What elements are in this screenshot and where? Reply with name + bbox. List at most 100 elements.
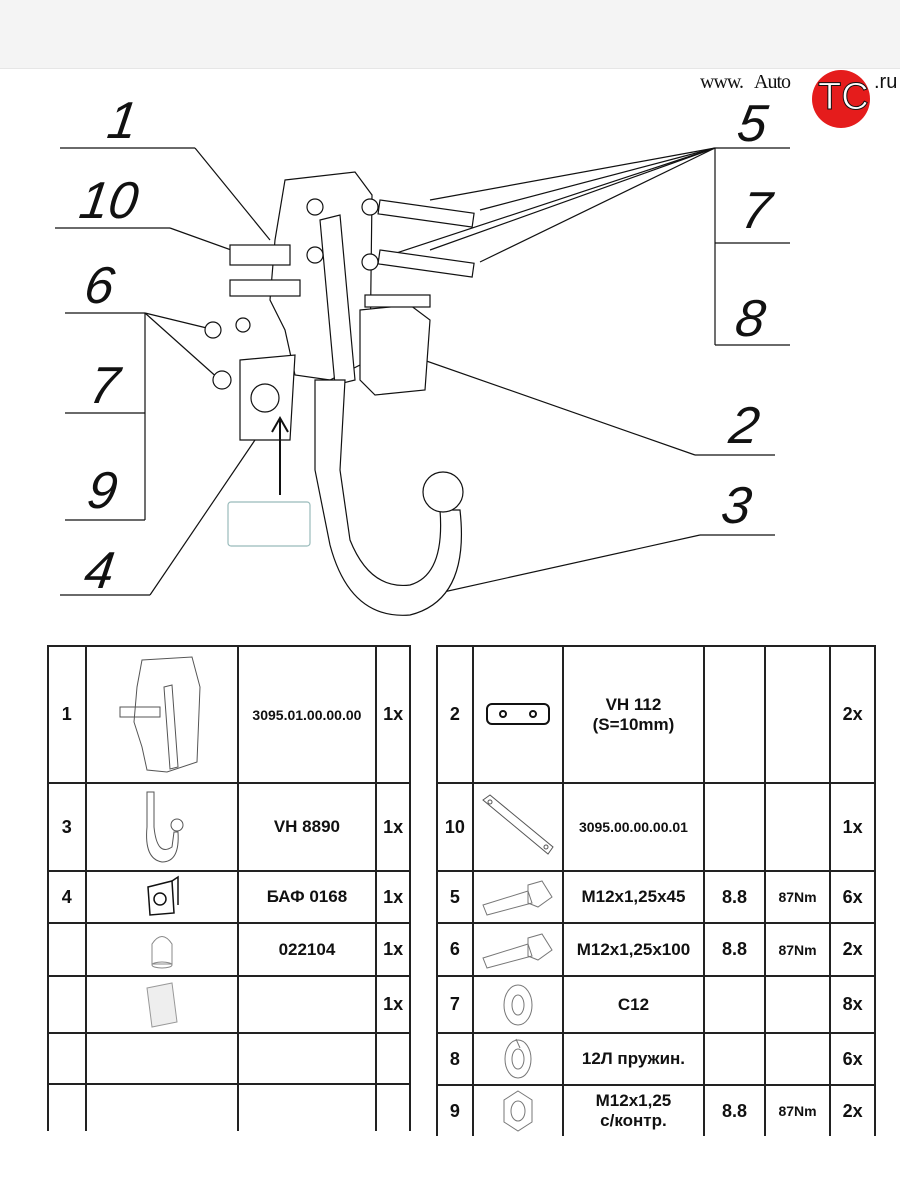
table-row: 5 M12x1,25x45 8.8 87Nm 6x — [436, 870, 876, 924]
position-cell — [47, 1032, 87, 1085]
quantity-cell: 1x — [375, 645, 411, 784]
part-name: 3095.00.00.00.01 — [578, 819, 688, 835]
position-cell: 6 — [436, 922, 474, 977]
grade-cell — [703, 1032, 766, 1086]
bolt-icon — [471, 922, 564, 977]
position-cell: 10 — [436, 782, 474, 872]
top-bar — [0, 0, 900, 69]
position-cell: 4 — [47, 870, 87, 924]
table-row: 2 VH 112(S=10mm) 2x — [436, 645, 876, 784]
quantity-cell: 1x — [375, 782, 411, 872]
lock-nut-icon — [471, 1084, 564, 1136]
grade-cell — [703, 782, 766, 872]
torque-cell: 87Nm — [763, 1084, 832, 1136]
part-number-cell — [236, 1032, 378, 1085]
grade-cell: 8.8 — [703, 870, 766, 924]
part-number-cell: VH 8890 — [236, 782, 378, 872]
torque-cell: 87Nm — [763, 922, 832, 977]
empty-image-cell — [84, 1083, 239, 1131]
flat-washer-icon — [471, 975, 564, 1034]
logo-tc: TC — [818, 76, 870, 118]
position-cell: 8 — [436, 1032, 474, 1086]
part-number-cell: 3095.01.00.00.00 — [236, 645, 378, 784]
table-row: 6 M12x1,25x100 8.8 87Nm 2x — [436, 922, 876, 977]
quantity-cell: 2x — [829, 922, 876, 977]
part-detail: (S=10mm) — [592, 714, 675, 734]
assembly-drawing — [55, 147, 790, 616]
part-name: M12x1,25x45 — [581, 887, 686, 906]
table-row: 8 12Л пружин. 6x — [436, 1032, 876, 1086]
logo-auto: Auto — [754, 71, 791, 93]
torque-cell — [763, 782, 832, 872]
logo-circle — [812, 70, 870, 128]
spacer-plate-icon — [471, 645, 564, 784]
logo-www: www. — [700, 71, 744, 93]
torque-cell: 87Nm — [763, 870, 832, 924]
part-name: 12Л пружин. — [581, 1049, 686, 1068]
position-cell: 5 — [436, 870, 474, 924]
part-detail: с/контр. — [600, 1111, 667, 1130]
part-name: M12x1,25x100 — [576, 939, 691, 959]
logo-ru: .ru — [874, 71, 898, 93]
table-row: 3 VH 8890 1x — [47, 782, 411, 872]
part-name: M12x1,25 — [595, 1091, 672, 1110]
table-row: 022104 1x — [47, 922, 411, 977]
grade-cell — [703, 975, 766, 1034]
table-row: 1 3095.01.00.00.00 1x — [47, 645, 411, 784]
position-cell — [47, 1083, 87, 1131]
quantity-cell — [375, 1032, 411, 1085]
strip-plate-icon — [471, 782, 564, 872]
quantity-cell — [375, 1083, 411, 1131]
quantity-cell: 8x — [829, 975, 876, 1034]
part-number-cell: 022104 — [236, 922, 378, 977]
quantity-cell: 2x — [829, 645, 876, 784]
ball-cap-icon — [84, 922, 239, 977]
position-cell: 1 — [47, 645, 87, 784]
table-row: 1x — [47, 975, 411, 1034]
quantity-cell: 1x — [375, 870, 411, 924]
quantity-cell: 2x — [829, 1084, 876, 1136]
grade-cell: 8.8 — [703, 922, 766, 977]
callout-10: 10 — [75, 172, 142, 230]
position-cell: 9 — [436, 1084, 474, 1136]
part-number-cell: VH 112(S=10mm) — [561, 645, 706, 784]
part-number-cell: M12x1,25x100 — [561, 922, 706, 977]
table-row: 7 C12 8x — [436, 975, 876, 1034]
table-row: 10 3095.00.00.00.01 1x — [436, 782, 876, 872]
part-number-cell: БАФ 0168 — [236, 870, 378, 924]
grade-cell — [703, 645, 766, 784]
part-number-cell — [236, 1083, 378, 1131]
quantity-cell: 1x — [375, 922, 411, 977]
quantity-cell: 1x — [375, 975, 411, 1034]
part-number-cell: 12Л пружин. — [561, 1032, 706, 1086]
empty-image-cell — [84, 1032, 239, 1085]
tow-bracket-plate-icon — [84, 645, 239, 784]
tow-ball-hook-icon — [84, 782, 239, 872]
part-number-cell: M12x1,25x45 — [561, 870, 706, 924]
torque-cell — [763, 1032, 832, 1086]
torque-cell — [763, 975, 832, 1034]
position-cell: 3 — [47, 782, 87, 872]
position-cell: 7 — [436, 975, 474, 1034]
table-row: 4 БАФ 0168 1x — [47, 870, 411, 924]
position-cell — [47, 922, 87, 977]
bolt-icon — [471, 870, 564, 924]
quantity-cell: 1x — [829, 782, 876, 872]
table-row — [47, 1032, 411, 1085]
part-number-cell — [236, 975, 378, 1034]
part-name: C12 — [617, 994, 650, 1014]
part-number-cell: C12 — [561, 975, 706, 1034]
part-name: VH 112 — [605, 694, 662, 714]
spring-washer-icon — [471, 1032, 564, 1086]
quantity-cell: 6x — [829, 1032, 876, 1086]
position-cell: 2 — [436, 645, 474, 784]
quantity-cell: 6x — [829, 870, 876, 924]
part-number-cell: 3095.00.00.00.01 — [561, 782, 706, 872]
autotc-logo[interactable]: www. Auto TC .ru — [700, 68, 900, 130]
instruction-booklet-icon — [84, 975, 239, 1034]
socket-plate-icon — [84, 870, 239, 924]
